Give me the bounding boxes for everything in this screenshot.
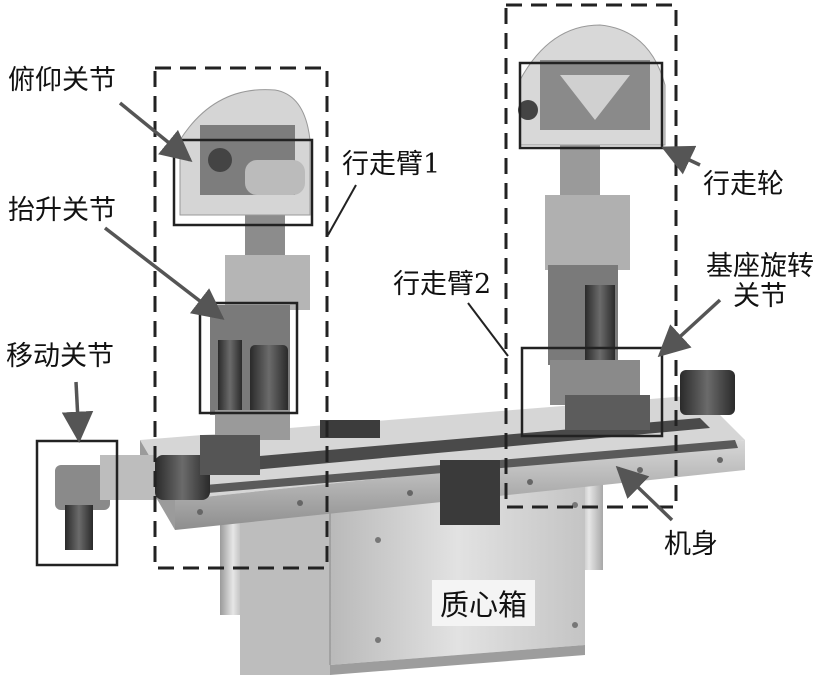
dashed-group-frames [153,3,678,570]
label-body: 机身 [664,529,718,560]
label-mass-center-box: 质心箱 [432,580,536,626]
solid-highlight-frames [35,61,664,567]
label-walking-arm-2: 行走臂2 [393,269,492,300]
label-base-rotation-joint: 基座旋转 关节 [695,252,825,311]
leader-arrows [61,101,722,522]
label-pitch-joint: 俯仰关节 [8,65,116,96]
label-base-rotation-joint-line1: 基座旋转 [706,251,814,282]
walking-arm-2-structure [518,24,735,430]
label-base-rotation-joint-line2: 关节 [733,280,787,312]
label-walking-arm-1: 行走臂1 [342,149,441,180]
label-moving-joint: 移动关节 [6,341,114,372]
label-lift-joint: 抬升关节 [8,195,116,226]
label-walking-wheel: 行走轮 [703,169,784,200]
moving-joint-motor [55,455,210,550]
pointer-lines [327,184,509,357]
walking-arm-1-structure [179,89,311,475]
